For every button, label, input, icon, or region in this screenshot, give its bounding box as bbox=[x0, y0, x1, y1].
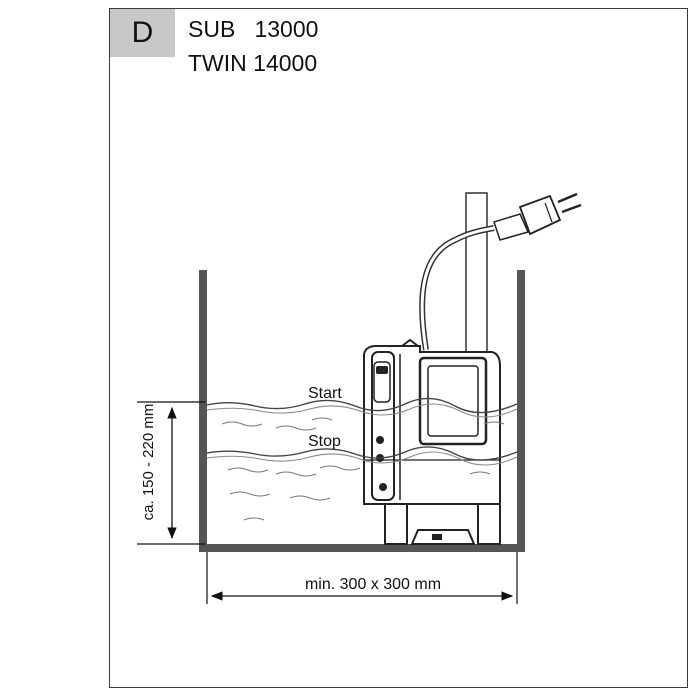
height-dimension-label: ca. 150 - 220 mm bbox=[140, 404, 157, 521]
water-ripples bbox=[221, 417, 505, 521]
discharge-pipe bbox=[465, 192, 488, 354]
model-line-sub: SUB 13000 bbox=[188, 16, 319, 42]
stop-label: Stop bbox=[308, 433, 341, 450]
stop-water-level bbox=[206, 446, 518, 466]
submersible-pump bbox=[363, 338, 501, 545]
shaft-right-wall bbox=[517, 270, 525, 552]
start-water-level bbox=[206, 397, 518, 418]
section-tag: D bbox=[110, 9, 175, 57]
model-line-twin: TWIN 14000 bbox=[188, 50, 318, 76]
start-label: Start bbox=[308, 385, 342, 402]
power-plug-icon bbox=[419, 192, 582, 351]
shaft-floor bbox=[199, 544, 525, 552]
diagram-frame bbox=[109, 8, 688, 688]
width-dimension-label: min. 300 x 300 mm bbox=[305, 576, 441, 593]
shaft-left-wall bbox=[199, 270, 207, 552]
